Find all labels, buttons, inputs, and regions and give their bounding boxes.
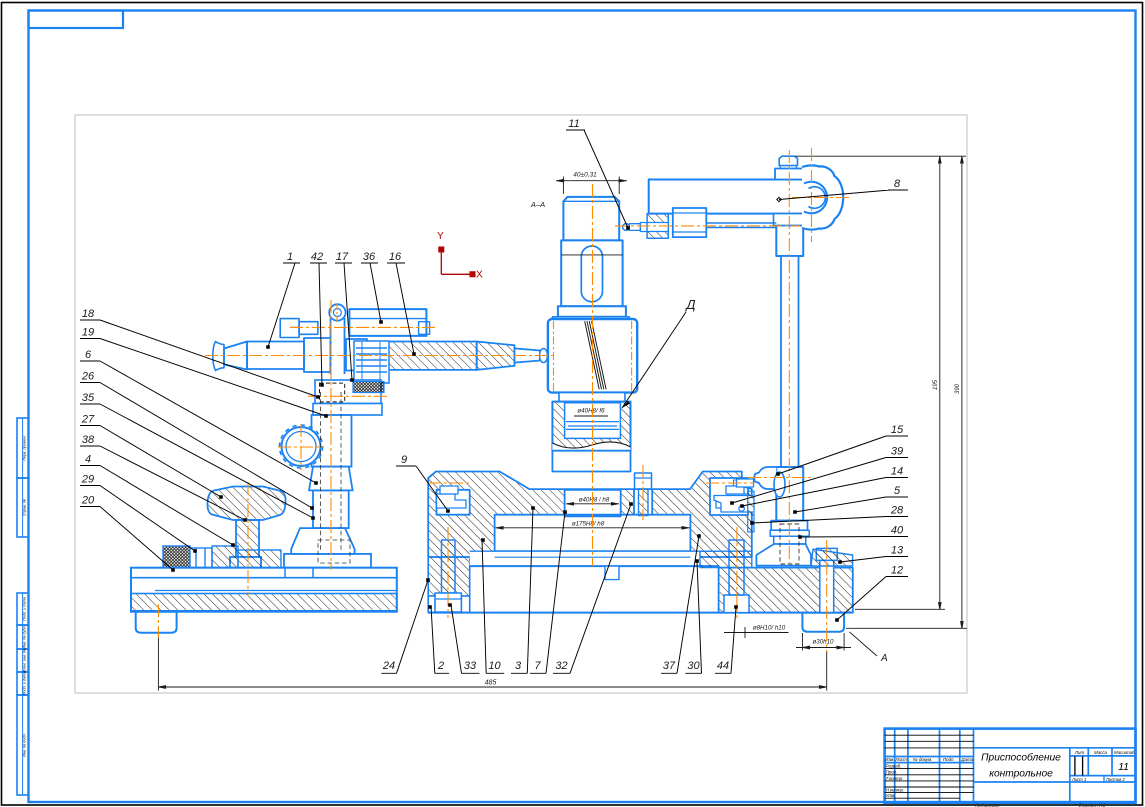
svg-text:30: 30 — [687, 660, 700, 672]
svg-text:15: 15 — [891, 424, 904, 436]
svg-text:26: 26 — [81, 371, 95, 383]
svg-text:485: 485 — [485, 680, 497, 687]
svg-text:Лист 1: Лист 1 — [1071, 777, 1086, 782]
svg-text:А: А — [880, 653, 888, 664]
svg-text:Инв. № подл.: Инв. № подл. — [23, 733, 27, 757]
svg-text:42: 42 — [311, 251, 323, 263]
svg-text:Изм.: Изм. — [885, 757, 894, 762]
svg-text:Утв.: Утв. — [886, 793, 896, 798]
svg-text:17: 17 — [336, 251, 349, 263]
svg-text:28: 28 — [890, 505, 904, 517]
svg-text:ø8Н10/ h10: ø8Н10/ h10 — [753, 625, 786, 632]
svg-text:7: 7 — [534, 660, 541, 672]
svg-text:Дата: Дата — [961, 757, 974, 762]
svg-text:10: 10 — [488, 660, 501, 672]
svg-text:38: 38 — [82, 434, 95, 446]
svg-text:Подп.: Подп. — [943, 757, 955, 762]
svg-text:40: 40 — [891, 525, 904, 537]
svg-text:X: X — [476, 270, 483, 281]
svg-text:8: 8 — [894, 178, 901, 190]
svg-text:Н.контр.: Н.контр. — [886, 788, 905, 793]
svg-text:А–А: А–А — [530, 200, 545, 209]
svg-text:32: 32 — [555, 660, 567, 672]
svg-text:Подп. и дата: Подп. и дата — [23, 672, 27, 696]
svg-text:44: 44 — [717, 660, 729, 672]
svg-text:3: 3 — [515, 660, 522, 672]
svg-text:37: 37 — [663, 660, 676, 672]
svg-text:Инв. № дубл.: Инв. № дубл. — [23, 625, 27, 648]
svg-text:Лист: Лист — [895, 757, 908, 762]
svg-text:27: 27 — [81, 414, 95, 426]
svg-text:12: 12 — [891, 565, 903, 577]
svg-text:36: 36 — [363, 251, 376, 263]
svg-text:ø175Н8/ h8: ø175Н8/ h8 — [572, 521, 605, 528]
svg-text:№ докум.: № докум. — [913, 757, 932, 762]
svg-text:Копировал: Копировал — [975, 803, 1000, 807]
svg-text:Масштаб: Масштаб — [1114, 750, 1135, 755]
svg-text:14: 14 — [891, 466, 903, 478]
svg-text:Листов 2: Листов 2 — [1105, 777, 1125, 782]
svg-text:5: 5 — [894, 485, 901, 497]
svg-text:390: 390 — [955, 383, 961, 394]
svg-text:Взам. инв. №: Взам. инв. № — [23, 649, 27, 672]
svg-text:6: 6 — [85, 349, 92, 361]
svg-text:Пров.: Пров. — [886, 770, 898, 775]
svg-text:Подп. и дата: Подп. и дата — [23, 597, 27, 621]
svg-text:16: 16 — [389, 251, 402, 263]
svg-text:ø40Н8 / h8: ø40Н8 / h8 — [579, 497, 610, 504]
svg-text:29: 29 — [81, 474, 94, 486]
svg-text:19: 19 — [82, 327, 94, 339]
svg-text:35: 35 — [82, 392, 95, 404]
svg-text:11: 11 — [1118, 761, 1129, 773]
svg-text:20: 20 — [81, 495, 95, 507]
svg-text:2: 2 — [437, 660, 444, 672]
svg-text:195: 195 — [933, 379, 939, 390]
svg-text:ø40Н8/ f6: ø40Н8/ f6 — [577, 408, 605, 415]
svg-text:Перв. примен.: Перв. примен. — [23, 435, 27, 460]
svg-text:40±0,31: 40±0,31 — [573, 172, 597, 179]
svg-text:Лит.: Лит. — [1074, 750, 1085, 755]
svg-text:9: 9 — [401, 454, 407, 466]
svg-text:ø30h10: ø30h10 — [813, 639, 835, 646]
svg-text:18: 18 — [82, 308, 95, 320]
svg-text:Формат A3: Формат A3 — [1078, 803, 1106, 807]
svg-text:11: 11 — [568, 118, 579, 130]
svg-text:13: 13 — [891, 545, 904, 557]
svg-text:Д: Д — [684, 297, 695, 312]
svg-text:24: 24 — [382, 660, 395, 672]
svg-text:4: 4 — [85, 454, 91, 466]
svg-text:Разраб.: Разраб. — [886, 763, 902, 768]
svg-text:контрольное: контрольное — [989, 769, 1053, 780]
svg-text:39: 39 — [891, 446, 903, 458]
svg-text:Справ. №: Справ. № — [23, 499, 27, 516]
svg-text:33: 33 — [464, 660, 477, 672]
svg-text:Т.контр.: Т.контр. — [886, 776, 904, 781]
svg-text:1: 1 — [287, 251, 293, 263]
svg-text:Приспособление: Приспособление — [981, 752, 1061, 764]
svg-text:Y: Y — [437, 231, 444, 242]
svg-text:Масса: Масса — [1094, 750, 1108, 755]
